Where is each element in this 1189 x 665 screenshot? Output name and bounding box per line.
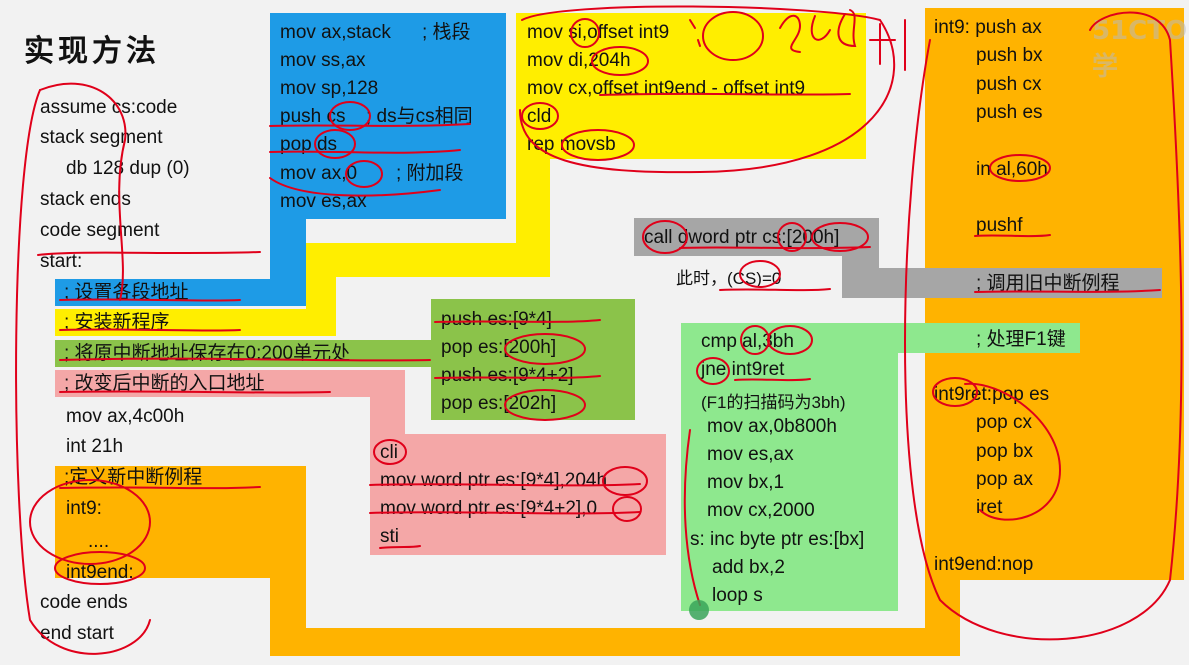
watermark-logo: 51CTO学 <box>1092 16 1188 82</box>
int9-code-line: iret <box>976 497 1003 518</box>
yellow-code-line: mov si,offset int9 <box>527 22 670 43</box>
green-code-line: pop es:[202h] <box>441 393 557 414</box>
orange-connector-h <box>270 628 960 656</box>
code-line: db 128 dup (0) <box>66 158 190 179</box>
lg-code-line: mov cx,2000 <box>707 500 815 521</box>
lg-code-line: jne int9ret <box>701 359 785 380</box>
code-line: end start <box>40 623 114 644</box>
blue-comment: ; 附加段 <box>396 163 464 184</box>
orange-connector-v <box>270 466 306 656</box>
step-label-3: ; 将原中断地址保存在0:200单元处 <box>64 343 351 364</box>
code-line: int 21h <box>66 436 124 457</box>
yellow-code-line: rep movsb <box>527 134 616 155</box>
int9-code-line: pop cx <box>976 412 1032 433</box>
int9-code-line: push es <box>976 102 1043 123</box>
call-comment: ; 调用旧中断例程 <box>976 273 1120 294</box>
blue-comment: ; 栈段 <box>422 22 471 43</box>
int9-code-line: pushf <box>976 215 1023 236</box>
blue-code-line: push cs <box>280 106 346 127</box>
step-label-5: ;定义新中断例程 <box>64 467 203 488</box>
pink-code-line: mov word ptr es:[9*4+2],0 <box>380 498 598 519</box>
code-line: int9end: <box>66 562 134 583</box>
blue-code-line: mov sp,128 <box>280 78 379 99</box>
lg-code-line: mov bx,1 <box>707 472 785 493</box>
yellow-connector-v2 <box>306 243 336 315</box>
step-label-4: ; 改变后中断的入口地址 <box>64 373 265 394</box>
f1-comment: ; 处理F1键 <box>976 329 1066 350</box>
slide-title: 实现方法 <box>24 34 160 69</box>
int9-code-line: pop bx <box>976 441 1034 462</box>
blue-code-line: mov es,ax <box>280 191 367 212</box>
yellow-code-line: cld <box>527 106 552 127</box>
green-code-line: pop es:[200h] <box>441 337 557 358</box>
lg-code-line: loop s <box>712 585 763 606</box>
lg-code-line: s: inc byte ptr es:[bx] <box>690 529 865 550</box>
blue-comment: ; ds与cs相同 <box>366 106 473 127</box>
int9-code-line: int9: push ax <box>934 17 1042 38</box>
step-label-2: ; 安装新程序 <box>64 312 170 333</box>
yellow-connector-h <box>306 243 550 277</box>
pink-code-line: cli <box>380 442 398 463</box>
lg-code-line: mov ax,0b800h <box>707 416 837 437</box>
cs-note: 此时，(CS)=0 <box>676 269 782 288</box>
int9-code-line: int9end:nop <box>934 554 1034 575</box>
code-line: code ends <box>40 592 128 613</box>
blue-code-line: pop ds <box>280 134 338 155</box>
step-label-1: ; 设置各段地址 <box>64 282 189 303</box>
lg-code-line: cmp al,3bh <box>701 331 794 352</box>
int9-code-line: push cx <box>976 74 1042 95</box>
lg-code-line: add bx,2 <box>712 557 785 578</box>
code-line: stack ends <box>40 189 131 210</box>
code-line: code segment <box>40 220 160 241</box>
blue-code-line: mov ss,ax <box>280 50 366 71</box>
int9-code-line: int9ret:pop es <box>934 384 1050 405</box>
code-line: .... <box>88 531 110 552</box>
yellow-code-line: mov di,204h <box>527 50 631 71</box>
green-code-line: push es:[9*4] <box>441 309 552 330</box>
pink-code-line: sti <box>380 526 399 547</box>
code-line: start: <box>40 251 83 272</box>
code-line: mov ax,4c00h <box>66 406 185 427</box>
code-line: stack segment <box>40 127 163 148</box>
lg-code-line: mov es,ax <box>707 444 794 465</box>
pink-code-line: mov word ptr es:[9*4],204h <box>380 470 608 491</box>
green-code-line: push es:[9*4+2] <box>441 365 574 386</box>
code-line: assume cs:code <box>40 97 178 118</box>
blue-code-line: mov ax,stack <box>280 22 391 43</box>
int9-code-line: push bx <box>976 45 1043 66</box>
yellow-code-line: mov cx,offset int9end - offset int9 <box>527 78 806 99</box>
int9-code-line: in al,60h <box>976 159 1048 180</box>
int9-code-line: pop ax <box>976 469 1034 490</box>
code-line: int9: <box>66 498 102 519</box>
lg-comment: (F1的扫描码为3bh) <box>701 393 846 412</box>
call-code-line: call dword ptr cs:[200h] <box>644 227 840 248</box>
blue-code-line: mov ax,0 <box>280 163 358 184</box>
pink-code-box <box>370 434 666 555</box>
